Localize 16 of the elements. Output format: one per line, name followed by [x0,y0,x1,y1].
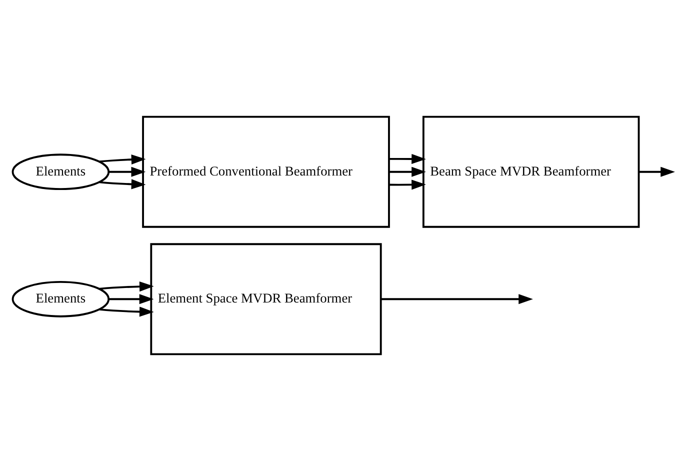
arrow [99,179,146,190]
arrow [99,154,146,165]
node-ellipse: Elements [12,154,110,190]
arrow [639,166,675,177]
node-box: Preformed Conventional Beamformer [142,116,390,228]
arrow [99,282,154,292]
arrow [380,294,533,304]
arrow [108,166,146,177]
node-ellipse: Elements [12,280,110,318]
arrow [389,180,426,190]
arrow [108,294,154,304]
arrow [389,154,426,164]
node-box: Element Space MVDR Beamformer [150,243,382,356]
arrow [389,166,426,177]
arrow [99,306,154,317]
node-box: Beam Space MVDR Beamformer [422,116,640,228]
